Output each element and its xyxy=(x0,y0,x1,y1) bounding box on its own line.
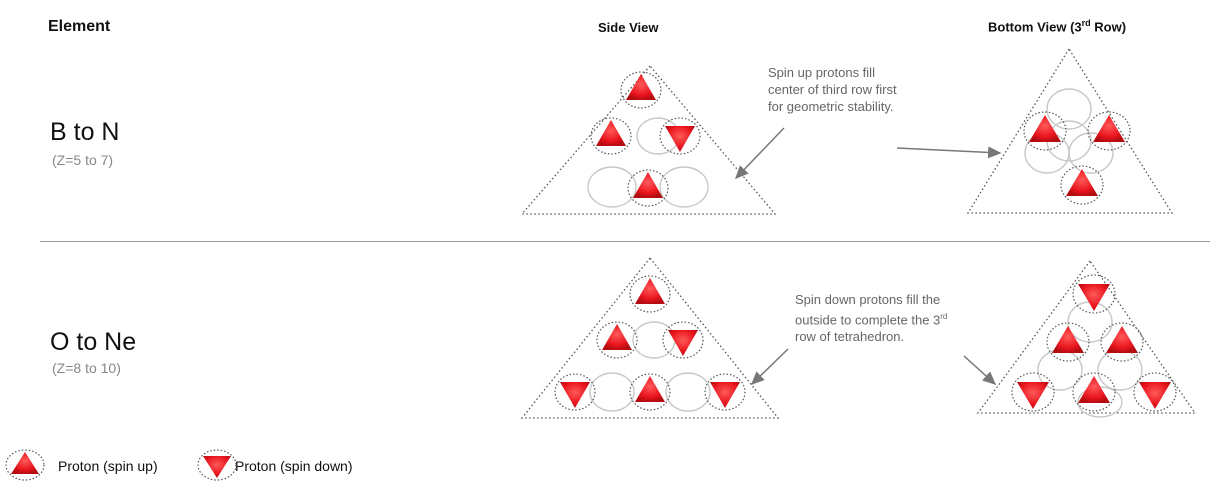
row2-side-spin-up-proton xyxy=(629,275,671,313)
row1-note: Spin up protons fill center of third row… xyxy=(768,65,897,114)
row2-side-tetrahedron xyxy=(520,256,780,419)
row1-bottom-tetrahedron xyxy=(966,47,1174,214)
row1-side-spin-up-proton xyxy=(590,117,632,155)
side-view-header: Side View xyxy=(598,20,659,35)
row1-bottom-spin-up-proton xyxy=(1087,111,1131,151)
legend-spin-down-label: Proton (spin down) xyxy=(235,458,353,474)
row2-element-name: O to Ne xyxy=(50,328,137,356)
row1-side-spin-up-proton xyxy=(620,71,662,109)
row2-side-spin-down-proton xyxy=(554,373,596,411)
row1-bottom-spin-up-proton xyxy=(1060,165,1104,205)
legend-spin-up-icon xyxy=(5,449,45,481)
row2-side-arrow xyxy=(750,348,789,386)
row2-bottom-spin-up-proton xyxy=(1100,322,1144,362)
row2-bottom-spin-down-proton xyxy=(1011,372,1055,412)
row2-side-spin-down-proton xyxy=(662,321,704,359)
row2-bottom-tetrahedron xyxy=(976,259,1197,414)
row2-bottom-spin-up-proton xyxy=(1072,372,1116,412)
row1-bottom-spin-up-proton xyxy=(1023,111,1067,151)
row2-side-spin-up-proton xyxy=(629,373,671,411)
row1-side-arrow xyxy=(734,127,785,180)
row2-bottom-spin-down-proton xyxy=(1072,274,1116,314)
row2-side-spin-down-proton xyxy=(704,373,746,411)
legend-spin-up-label: Proton (spin up) xyxy=(58,458,158,474)
row-divider xyxy=(40,241,1210,242)
row2-side-spin-up-proton xyxy=(596,321,638,359)
row2-bottom-spin-up-proton xyxy=(1046,322,1090,362)
row2-z-range: (Z=8 to 10) xyxy=(52,360,121,376)
row1-element-name: B to N xyxy=(50,118,120,146)
legend-spin-down-icon xyxy=(197,449,237,481)
row2-bottom-arrow xyxy=(963,355,997,386)
element-header: Element xyxy=(48,18,111,35)
row2-note: Spin down protons fill the outside to co… xyxy=(795,292,948,345)
row1-z-range: (Z=5 to 7) xyxy=(52,152,114,168)
row2-bottom-spin-down-proton xyxy=(1133,372,1177,412)
bottom-view-header: Bottom View (3rd Row) xyxy=(988,18,1127,35)
row1-bottom-arrow xyxy=(896,146,1002,159)
row1-side-spin-up-proton xyxy=(627,169,669,207)
row1-side-spin-down-proton xyxy=(659,117,701,155)
